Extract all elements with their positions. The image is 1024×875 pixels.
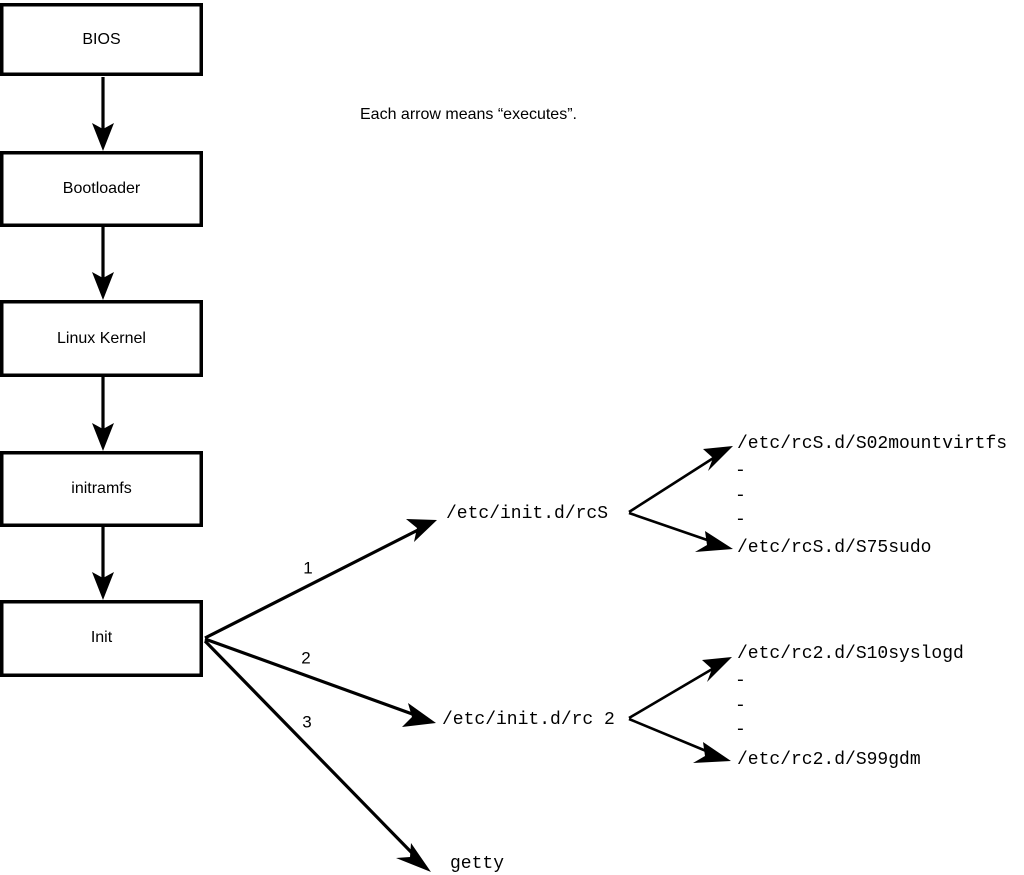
arrow-rc2-to-first-script [628,657,732,720]
init-branch-arrows [203,519,437,872]
arrow-initramfs-to-init [92,527,114,600]
node-initramfs[interactable]: initramfs [0,451,203,527]
node-bootloader[interactable]: Bootloader [0,151,203,227]
rc2-ellipsis-dash-3: - [735,720,746,740]
node-bios-rect [0,3,203,76]
rcS-ellipsis-dash-3: - [735,510,746,530]
label-etc-initd-rc2[interactable]: /etc/init.d/rc 2 [442,710,615,730]
rc2-branch-arrows [628,657,732,763]
boot-chain-group: BIOS Bootloader Linux Kernel initramfs I… [0,3,203,677]
node-init[interactable]: Init [0,600,203,677]
arrow-bootloader-to-kernel [92,227,114,300]
arrow-init-to-getty [203,639,431,872]
init-branch-targets: /etc/init.d/rcS /etc/init.d/rc 2 getty [442,504,615,874]
node-bios[interactable]: BIOS [0,3,203,76]
branch-number-2: 2 [301,648,310,667]
label-getty[interactable]: getty [450,854,504,874]
node-initramfs-label: initramfs [71,480,131,497]
rcS-ellipsis-dash-1: - [735,461,746,481]
rcs-script-labels: /etc/rcS.d/S02mountvirtfs - - - /etc/rcS… [735,434,1007,558]
rcs-branch-arrows [628,446,733,552]
arrow-rcS-to-first-script [628,446,733,514]
node-init-label: Init [91,629,113,646]
init-branch-numbers: 1 2 3 [301,558,312,731]
rc2-script-labels: /etc/rc2.d/S10syslogd - - - /etc/rc2.d/S… [735,644,964,770]
arrow-legend-note: Each arrow means “executes”. [360,106,577,123]
branch-number-3: 3 [302,712,311,731]
arrow-bios-to-bootloader [92,77,114,151]
label-rcS-script-first[interactable]: /etc/rcS.d/S02mountvirtfs [737,434,1007,454]
rcS-ellipsis-dash-2: - [735,486,746,506]
label-rc2-script-last[interactable]: /etc/rc2.d/S99gdm [737,750,921,770]
node-bios-label: BIOS [82,31,120,48]
arrow-rc2-to-last-script [628,717,731,763]
node-initramfs-rect [0,451,203,527]
branch-number-1: 1 [303,558,312,577]
node-init-rect [0,600,203,677]
node-linux-kernel-label: Linux Kernel [57,330,146,347]
node-linux-kernel-rect [0,300,203,377]
arrow-init-to-rcS [204,519,437,640]
node-bootloader-label: Bootloader [63,180,141,197]
arrow-init-to-rc2 [204,637,436,727]
rc2-ellipsis-dash-1: - [735,671,746,691]
boot-chain-arrows [92,77,114,600]
label-rc2-script-first[interactable]: /etc/rc2.d/S10syslogd [737,644,964,664]
arrow-kernel-to-initramfs [92,377,114,451]
node-linux-kernel[interactable]: Linux Kernel [0,300,203,377]
rc2-ellipsis-dash-2: - [735,696,746,716]
node-bootloader-rect [0,151,203,227]
label-etc-initd-rcS[interactable]: /etc/init.d/rcS [446,504,608,524]
label-rcS-script-last[interactable]: /etc/rcS.d/S75sudo [737,538,931,558]
arrow-rcS-to-last-script [628,511,733,552]
